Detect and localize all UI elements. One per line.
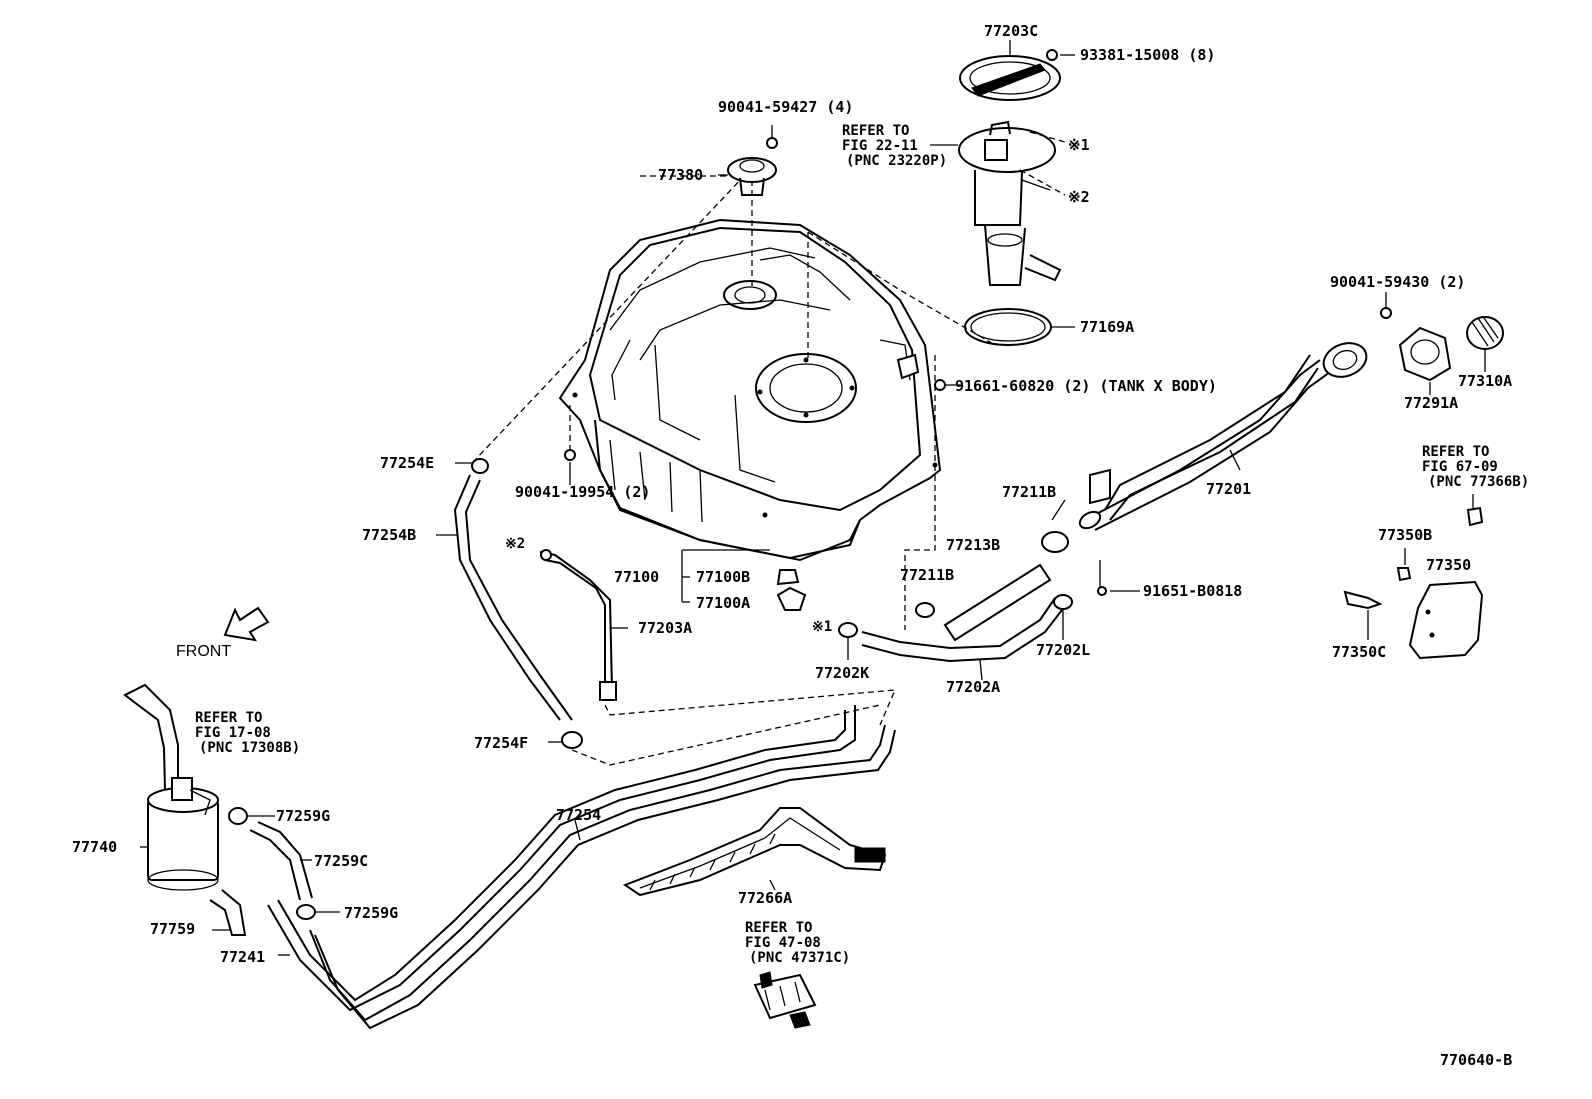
label-77380: 77380 [658,166,703,184]
label-77254: 77254 [556,806,601,824]
label-77100: 77100 [614,568,659,586]
label-77203C: 77203C [984,22,1038,40]
label-77241: 77241 [220,948,265,966]
label-77266A: 77266A [738,889,792,907]
fuel-tank [558,218,942,562]
label-77740: 77740 [72,838,117,856]
label-77259C: 77259C [314,852,368,870]
svg-text:FIG 17-08: FIG 17-08 [195,725,271,741]
svg-text:FIG 67-09: FIG 67-09 [1422,459,1498,475]
label-77259G-bottom: 77259G [344,904,398,922]
filler-hoses [838,499,1107,681]
label-77291A: 77291A [1404,394,1458,412]
svg-text:(PNC 17308B): (PNC 17308B) [199,740,300,756]
front-arrow-icon [223,606,270,642]
clip-47371C [753,971,817,1029]
label-77201: 77201 [1206,480,1251,498]
filler-gasket-77291A [1380,292,1452,395]
breather-hose-77254B [453,458,583,749]
refer-fig-67-09: REFER TO FIG 67-09 (PNC 77366B) [1422,444,1529,490]
label-93381-15008: 93381-15008 (8) [1080,46,1215,64]
tube-77203A [539,549,617,701]
label-77211B-left: 77211B [900,566,954,584]
label-91661-60820: 91661-60820 (2) (TANK X BODY) [955,377,1217,395]
label-77169A: 77169A [1080,318,1134,336]
diagram-id: 770640-B [1440,1051,1512,1069]
label-77202L: 77202L [1036,641,1090,659]
bolt-91661-60820 [934,379,946,391]
label-91651-B0818: 91651-B0818 [1143,582,1242,600]
tank-bands-77100 [681,549,807,611]
label-77310A: 77310A [1458,372,1512,390]
bolt-90041-19954 [564,449,576,461]
label-77213B: 77213B [946,536,1000,554]
label-77350C: 77350C [1332,643,1386,661]
protector-77266A [622,807,887,897]
pump-cover-77203C [959,40,1061,101]
fuel-lines-77254 [267,705,896,1030]
charcoal-canister-77740 [123,683,219,891]
svg-text:(PNC 47371C): (PNC 47371C) [749,950,850,966]
label-77254E: 77254E [380,454,434,472]
refer-fig-17-08: REFER TO FIG 17-08 (PNC 17308B) [195,710,300,756]
label-77100A: 77100A [696,594,750,612]
label-77202K: 77202K [815,664,869,682]
label-star1-mid: ※1 [812,619,832,635]
label-77100B: 77100B [696,568,750,586]
leader-lines [140,54,1140,956]
label-77202A: 77202A [946,678,1000,696]
label-77259G-top: 77259G [276,807,330,825]
label-77254F: 77254F [474,734,528,752]
label-star2-top: ※2 [1068,188,1090,206]
pump-gasket-77169A [964,308,1075,346]
sender-gauge-cap-77380 [727,125,778,196]
label-star2-mid: ※2 [505,536,525,552]
refer-fig-47-08: REFER TO FIG 47-08 (PNC 47371C) [745,920,850,966]
svg-text:REFER TO: REFER TO [745,920,812,936]
front-label: FRONT [176,643,231,660]
label-star1-top: ※1 [1068,136,1090,154]
label-77211B-top: 77211B [1002,483,1056,501]
fuel-cap-77310A [1466,316,1504,372]
canister-hoses-77259 [209,807,316,936]
label-77350B: 77350B [1378,526,1432,544]
svg-text:REFER TO: REFER TO [195,710,262,726]
refer-fig-22-11: REFER TO FIG 22-11 (PNC 23220P) [842,123,947,169]
label-77759: 77759 [150,920,195,938]
svg-text:(PNC 23220P): (PNC 23220P) [846,153,947,169]
svg-text:(PNC 77366B): (PNC 77366B) [1428,474,1529,490]
svg-text:REFER TO: REFER TO [842,123,909,139]
label-90041-19954: 90041-19954 (2) [515,483,650,501]
svg-text:FIG 47-08: FIG 47-08 [745,935,821,951]
fuel-pump-assembly [958,120,1062,286]
label-77350: 77350 [1426,556,1471,574]
label-90041-59430: 90041-59430 (2) [1330,273,1465,291]
svg-text:FIG 22-11: FIG 22-11 [842,138,918,154]
filler-pipe-77201 [1078,342,1368,531]
label-77254B: 77254B [362,526,416,544]
svg-text:REFER TO: REFER TO [1422,444,1489,460]
part-labels: 77203C 93381-15008 (8) 90041-59427 (4) 7… [72,22,1512,966]
label-77203A: 77203A [638,619,692,637]
fuel-lid-77350 [1343,494,1484,660]
label-90041-59427: 90041-59427 (4) [718,98,853,116]
